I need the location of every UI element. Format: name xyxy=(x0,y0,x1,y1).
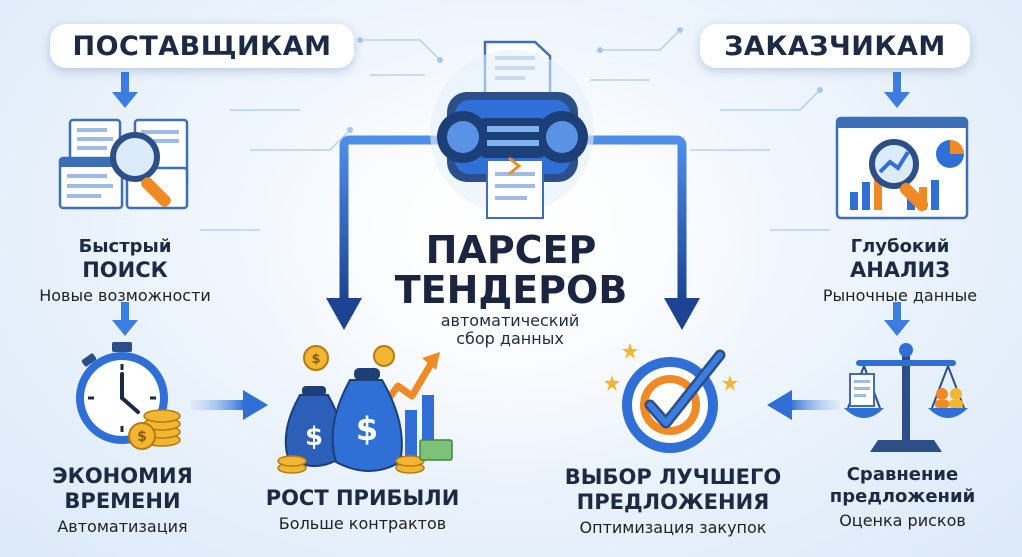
fast-search-line1: Быстрый xyxy=(78,236,172,257)
bag-dollar-sign-center: $ xyxy=(356,410,378,448)
suppliers-header-text: ПОСТАВЩИКАМ xyxy=(72,30,332,62)
document-search-icon xyxy=(58,118,189,210)
fast-search-block: Быстрый ПОИСК Новые возможности xyxy=(20,236,230,306)
comparison-block: Сравнение предложений Оценка рисков xyxy=(795,464,1010,531)
profit-sub: Больше контрактов xyxy=(278,514,447,533)
parser-sub-line2: сбор данных xyxy=(456,329,564,348)
profit-title: РОСТ ПРИБЫЛИ xyxy=(265,486,460,510)
time-saving-sub: Автоматизация xyxy=(57,517,188,536)
comparison-line1: Сравнение xyxy=(846,464,959,485)
coin-dollar-sign: $ xyxy=(137,429,147,445)
customers-header: ЗАКАЗЧИКАМ xyxy=(700,24,970,68)
fast-search-line2: ПОИСК xyxy=(82,258,168,282)
scales-icon xyxy=(844,343,968,452)
parser-title-block: ПАРСЕР ТЕНДЕРОВ xyxy=(370,230,652,310)
fast-search-sub: Новые возможности xyxy=(39,286,211,305)
time-saving-line1: ЭКОНОМИЯ xyxy=(52,464,193,488)
time-saving-block: ЭКОНОМИЯ ВРЕМЕНИ Автоматизация xyxy=(10,464,235,537)
deep-analysis-line1: Глубокий xyxy=(850,236,950,257)
stopwatch-icon: $ xyxy=(76,342,181,450)
profit-block: РОСТ ПРИБЫЛИ Больше контрактов xyxy=(255,486,470,534)
customers-header-text: ЗАКАЗЧИКАМ xyxy=(724,30,946,62)
money-bags-growth-icon: $ $ $ xyxy=(277,345,453,474)
best-offer-sub: Оптимизация закупок xyxy=(579,518,767,537)
floating-coin-left: $ xyxy=(311,352,320,367)
parser-subtitle-block: автоматический сбор данных xyxy=(410,312,610,348)
deep-analysis-line2: АНАЛИЗ xyxy=(849,258,951,282)
parser-sub-line1: автоматический xyxy=(440,311,580,330)
comparison-sub: Оценка рисков xyxy=(839,511,966,530)
best-offer-line2: ПРЕДЛОЖЕНИЯ xyxy=(576,490,770,514)
deep-analysis-sub: Рыночные данные xyxy=(822,286,978,305)
best-offer-block: ВЫБОР ЛУЧШЕГО ПРЕДЛОЖЕНИЯ Оптимизация за… xyxy=(548,465,798,538)
parser-title-line2: ТЕНДЕРОВ xyxy=(394,268,628,312)
comparison-line2: предложений xyxy=(829,486,976,507)
best-offer-line1: ВЫБОР ЛУЧШЕГО xyxy=(564,465,782,489)
analytics-chart-icon xyxy=(835,116,969,220)
parser-machine-icon xyxy=(430,40,594,219)
bag-dollar-sign-left: $ xyxy=(305,422,323,452)
parser-title-line1: ПАРСЕР xyxy=(425,228,597,272)
time-saving-line2: ВРЕМЕНИ xyxy=(64,489,181,513)
deep-analysis-block: Глубокий АНАЛИЗ Рыночные данные xyxy=(795,236,1005,306)
suppliers-header: ПОСТАВЩИКАМ xyxy=(50,24,354,68)
checkmark-target-icon xyxy=(604,343,738,453)
